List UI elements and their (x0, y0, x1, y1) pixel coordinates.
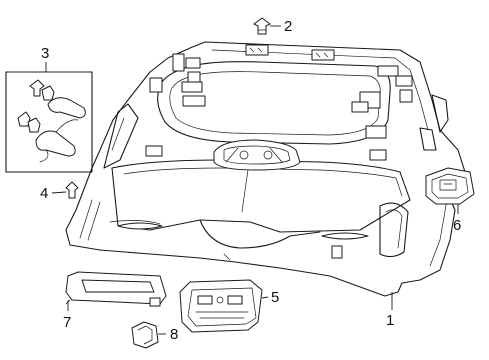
headliner-part-1 (65, 41, 467, 297)
callout-6: 6 (453, 217, 461, 234)
callout-8: 8 (170, 326, 178, 343)
grab-handle-kit-part-3 (5, 71, 93, 173)
callout-4: 4 (40, 185, 48, 202)
callout-1: 1 (386, 312, 394, 329)
hook-part-8 (131, 321, 159, 349)
clip-part-2 (253, 17, 271, 35)
callout-7: 7 (63, 314, 71, 331)
clip-part-4 (65, 181, 79, 199)
leader-lines (45, 25, 459, 335)
rear-lamp-part-6 (425, 167, 475, 205)
dome-lamp-part-5 (179, 279, 263, 333)
callout-3: 3 (41, 45, 49, 62)
callout-5: 5 (271, 289, 279, 306)
callout-2: 2 (284, 18, 292, 35)
sun-visor-part-7 (65, 271, 167, 307)
